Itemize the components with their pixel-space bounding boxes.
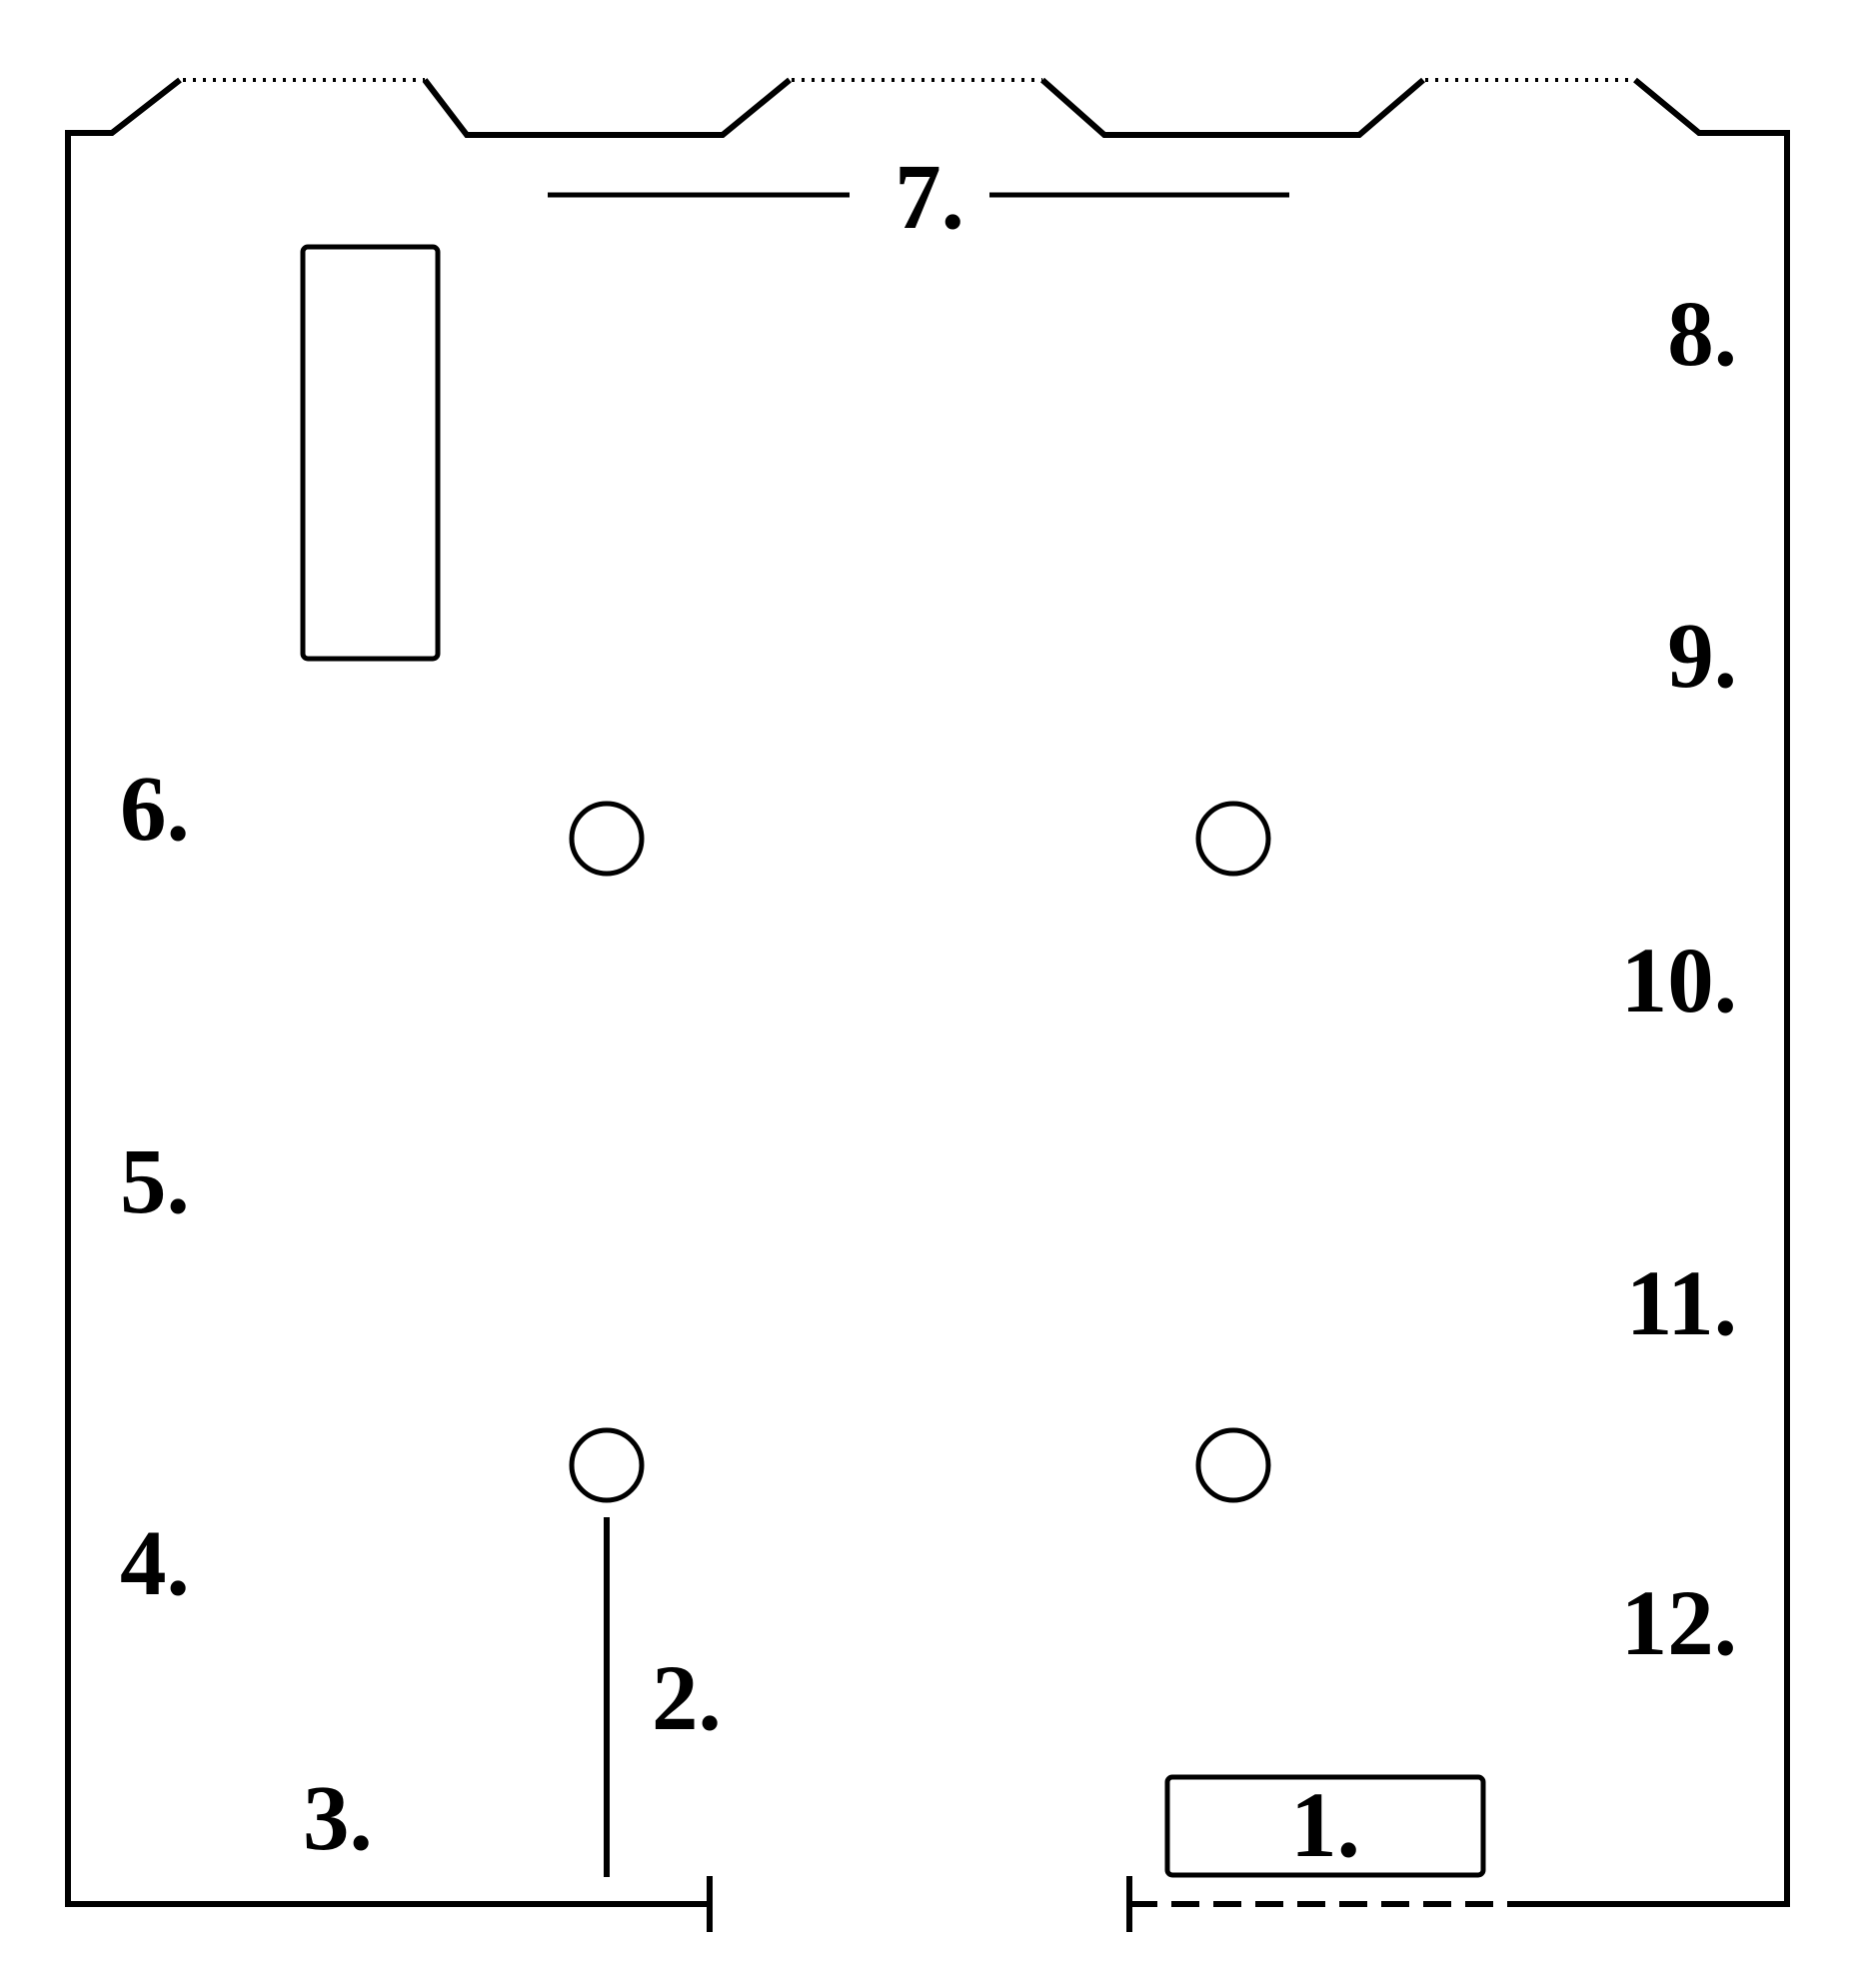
label-1-box bbox=[1164, 1774, 1486, 1878]
label-1: 1. bbox=[1290, 1774, 1360, 1877]
label-6: 6. bbox=[120, 758, 190, 861]
label-11: 11. bbox=[1626, 1252, 1737, 1355]
tall-rectangle bbox=[300, 244, 441, 662]
circle-bottom-right bbox=[1195, 1427, 1271, 1503]
label-10: 10. bbox=[1621, 930, 1737, 1032]
label-7: 7. bbox=[895, 146, 964, 249]
label-5: 5. bbox=[120, 1130, 190, 1233]
circle-top-left bbox=[569, 801, 645, 877]
label-4: 4. bbox=[120, 1512, 190, 1615]
label-12: 12. bbox=[1621, 1572, 1737, 1675]
label-3: 3. bbox=[303, 1767, 373, 1870]
circle-bottom-left bbox=[569, 1427, 645, 1503]
circle-top-right bbox=[1195, 801, 1271, 877]
label-9: 9. bbox=[1667, 605, 1737, 708]
label-2: 2. bbox=[652, 1647, 722, 1750]
label-8: 8. bbox=[1667, 283, 1737, 386]
outer-wall bbox=[65, 77, 1790, 1907]
